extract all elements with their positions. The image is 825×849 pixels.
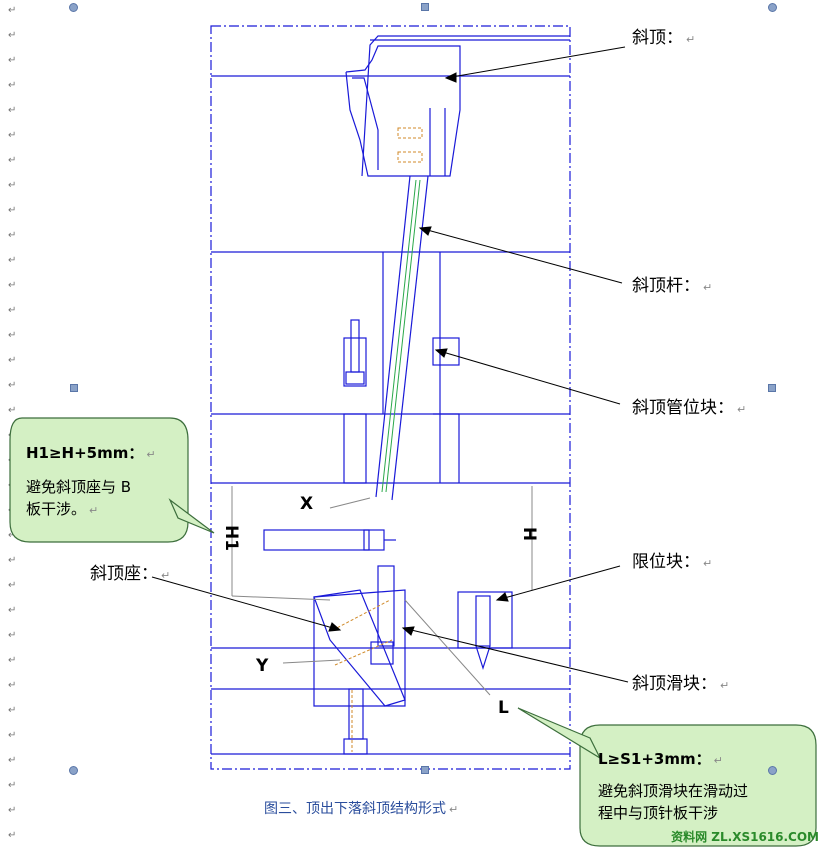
selection-handle[interactable] xyxy=(70,384,78,392)
paragraph-mark: ↵ xyxy=(8,705,17,716)
paragraph-mark: ↵ xyxy=(8,805,17,816)
paragraph-mark: ↵ xyxy=(8,305,17,316)
label-lifter-rod: 斜顶杆：↵ xyxy=(632,276,713,296)
paragraph-mark: ↵ xyxy=(8,580,17,591)
selection-handle[interactable] xyxy=(768,384,776,392)
bubble-left-shape xyxy=(9,417,189,543)
dim-x: X xyxy=(300,494,314,514)
label-guide-block: 斜顶管位块：↵ xyxy=(632,398,747,418)
paragraph-mark: ↵ xyxy=(8,405,17,416)
paragraph-mark: ↵ xyxy=(8,155,17,166)
paragraph-mark: ↵ xyxy=(8,655,17,666)
paragraph-mark: ↵ xyxy=(8,30,17,41)
plates xyxy=(211,35,570,755)
paragraph-mark: ↵ xyxy=(8,105,17,116)
label-lifter: 斜顶：↵ xyxy=(632,28,696,48)
paragraph-mark: ↵ xyxy=(8,180,17,191)
selection-handle[interactable] xyxy=(421,766,429,774)
selection-handle[interactable] xyxy=(768,3,777,12)
watermark: 资料网 ZL.XS1616.COM xyxy=(671,830,819,844)
selection-handle[interactable] xyxy=(69,766,78,775)
dim-y: Y xyxy=(256,656,269,676)
paragraph-mark: ↵ xyxy=(8,355,17,366)
dim-h: H xyxy=(519,526,540,542)
paragraph-mark: ↵ xyxy=(8,730,17,741)
bubble-right-tail xyxy=(517,707,602,760)
leader-arrows xyxy=(151,46,629,683)
paragraph-mark: ↵ xyxy=(8,5,17,16)
paragraph-mark: ↵ xyxy=(8,605,17,616)
boundary-frame xyxy=(210,25,571,770)
selection-handle[interactable] xyxy=(768,766,777,775)
paragraph-mark: ↵ xyxy=(8,205,17,216)
paragraph-mark: ↵ xyxy=(8,380,17,391)
paragraph-mark: ↵ xyxy=(8,680,17,691)
bubble-right-text: L≥S1+3mm：↵ 避免斜顶滑块在滑动过 程中与顶针板干涉 xyxy=(598,750,749,822)
paragraph-mark: ↵ xyxy=(8,555,17,566)
paragraph-mark: ↵ xyxy=(8,255,17,266)
paragraph-mark: ↵ xyxy=(8,755,17,766)
paragraph-mark: ↵ xyxy=(8,230,17,241)
paragraph-mark: ↵ xyxy=(8,130,17,141)
label-lifter-seat: 斜顶座：↵ xyxy=(90,564,171,584)
selection-handle[interactable] xyxy=(421,3,429,11)
figure-caption: 图三、顶出下落斜顶结构形式↵ xyxy=(264,801,459,817)
dim-h1: H1 xyxy=(221,524,242,552)
paragraph-marks: ↵↵↵↵↵↵↵↵↵↵↵↵↵↵↵↵↵↵↵↵↵↵↵↵↵↵↵↵↵↵↵↵↵↵ xyxy=(4,0,20,849)
dimension-lines xyxy=(231,486,533,696)
paragraph-mark: ↵ xyxy=(8,55,17,66)
paragraph-mark: ↵ xyxy=(8,530,17,541)
bubble-left-tail xyxy=(168,498,215,534)
paragraph-mark: ↵ xyxy=(8,330,17,341)
paragraph-mark: ↵ xyxy=(8,830,17,841)
cooling-channel xyxy=(381,179,421,493)
paragraph-mark: ↵ xyxy=(8,80,17,91)
paragraph-mark: ↵ xyxy=(8,280,17,291)
selection-handle[interactable] xyxy=(69,3,78,12)
paragraph-mark: ↵ xyxy=(8,780,17,791)
dim-l: L xyxy=(498,698,509,718)
screws xyxy=(332,127,423,752)
bubble-left-text: H1≥H+5mm：↵ 避免斜顶座与 B 板干涉。↵ xyxy=(26,444,156,518)
label-stop-block: 限位块：↵ xyxy=(632,552,713,572)
label-lifter-slider: 斜顶滑块：↵ xyxy=(632,674,730,694)
paragraph-mark: ↵ xyxy=(8,630,17,641)
